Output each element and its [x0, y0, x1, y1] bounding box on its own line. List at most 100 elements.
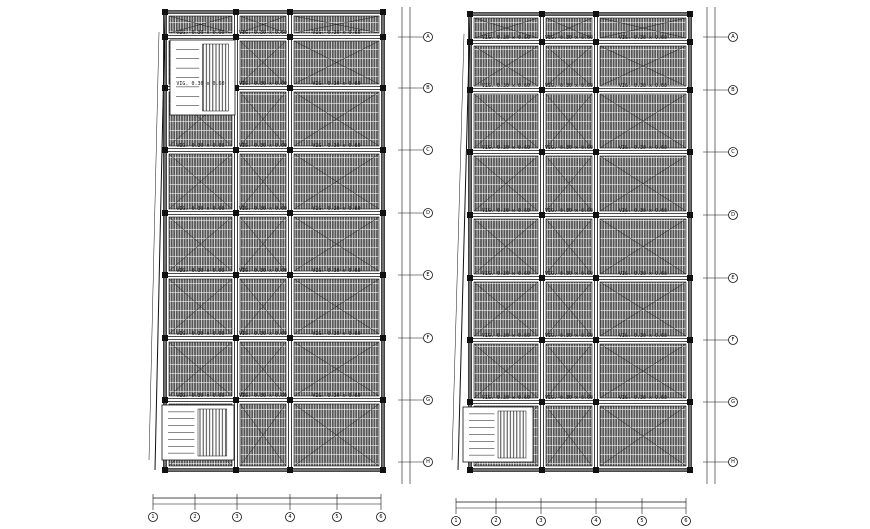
diagonal-line — [599, 343, 687, 399]
dimension-line — [148, 31, 160, 461]
axis-label: 4 — [288, 514, 291, 520]
beam-note-label: VIG. 0.30 x 0.60 — [482, 145, 530, 151]
beam-note-label: VIG. 0.30 x 0.60 — [619, 35, 667, 41]
diagonal-line — [545, 343, 593, 399]
diagonal-line — [473, 17, 539, 39]
slab-edge — [154, 11, 166, 471]
axis-label: A — [426, 34, 430, 40]
beam-note-label: VIG. 0.30 x 0.60 — [239, 331, 287, 337]
column — [539, 149, 545, 155]
axis-label: C — [731, 149, 735, 155]
beam-note-label: VIG. 0.30 x 0.60 — [619, 208, 667, 214]
axis-label: 5 — [335, 514, 338, 520]
diagonal-line — [473, 218, 539, 275]
column — [287, 210, 293, 216]
axis-bubble — [728, 210, 738, 220]
column — [539, 39, 545, 45]
axis-bubble — [681, 516, 691, 526]
column — [287, 147, 293, 153]
axis-label: 6 — [684, 518, 687, 524]
axis-bubble — [491, 516, 501, 526]
axis-label: E — [731, 275, 734, 281]
axis-bubble — [376, 512, 386, 522]
column — [539, 212, 545, 218]
diagonal-line — [168, 153, 233, 210]
diagonal-line — [168, 341, 233, 397]
beam-note-label: VIG. 0.30 x 0.60 — [619, 83, 667, 89]
slab-outline — [469, 13, 691, 471]
axis-bubble — [637, 516, 647, 526]
diagonal-line — [293, 91, 380, 147]
axis-bubble — [423, 395, 433, 405]
beam-note-label: VIG. 0.30 x 0.60 — [312, 393, 360, 399]
diagonal-line — [293, 278, 380, 335]
diagonal-line — [473, 45, 539, 87]
column — [233, 335, 239, 341]
beam-note-label: VIG. 0.30 x 0.60 — [312, 81, 360, 87]
beam-note-label: VIG. 0.30 x 0.60 — [239, 206, 287, 212]
beam-note-label: VIG. 0.30 x 0.60 — [619, 145, 667, 151]
diagonal-line — [545, 218, 593, 275]
axis-label: 6 — [379, 514, 382, 520]
axis-bubble — [591, 516, 601, 526]
axis-label: G — [426, 397, 430, 403]
column — [233, 272, 239, 278]
axis-bubble — [423, 270, 433, 280]
diagonal-line — [239, 15, 287, 34]
beam-note-label: VIG. 0.30 x 0.60 — [239, 393, 287, 399]
stair-landing — [202, 43, 229, 112]
axis-label: B — [426, 85, 430, 91]
beam-note-label: VIG. 0.30 x 0.60 — [619, 271, 667, 277]
column — [593, 399, 599, 405]
axis-bubble — [423, 457, 433, 467]
diagonal-line — [293, 341, 380, 397]
column — [593, 39, 599, 45]
column — [287, 397, 293, 403]
stair-landing — [197, 408, 228, 457]
column — [233, 147, 239, 153]
beam-note-label: VIG. 0.30 x 0.60 — [312, 143, 360, 149]
beam-note-label: VIG. 0.30 x 0.60 — [545, 333, 593, 339]
axis-bubble — [728, 85, 738, 95]
column — [287, 85, 293, 91]
column — [539, 87, 545, 93]
axis-bubble — [285, 512, 295, 522]
diagonal-line — [473, 343, 539, 399]
beam-note-label: VIG. 0.30 x 0.60 — [176, 30, 224, 36]
axis-bubble — [148, 512, 158, 522]
axis-bubble — [728, 273, 738, 283]
column — [593, 87, 599, 93]
beam-note-label: VIG. 0.30 x 0.60 — [312, 30, 360, 36]
axis-bubble — [423, 333, 433, 343]
axis-label: C — [426, 147, 430, 153]
axis-label: 3 — [539, 518, 542, 524]
diagonal-line — [239, 91, 287, 147]
beam-note-label: VIG. 0.30 x 0.60 — [239, 30, 287, 36]
beam-note-label: VIG. 0.30 x 0.60 — [239, 143, 287, 149]
diagonal-line — [168, 216, 233, 272]
beam-note-label: VIG. 0.30 x 0.60 — [176, 206, 224, 212]
axis-label: B — [731, 87, 735, 93]
diagonal-line — [293, 40, 380, 85]
diagonal-line — [545, 93, 593, 149]
axis-bubble — [728, 335, 738, 345]
diagonal-line — [599, 93, 687, 149]
dimension-line — [451, 33, 465, 461]
beam-note-label: VIG. 0.30 x 0.60 — [545, 395, 593, 401]
axis-bubble — [728, 147, 738, 157]
beam-note-label: VIG. 0.30 x 0.60 — [482, 333, 530, 339]
beam-note-label: VIG. 0.30 x 0.60 — [545, 35, 593, 41]
axis-label: F — [732, 337, 735, 343]
axis-label: H — [426, 459, 430, 465]
diagonal-line — [545, 405, 593, 467]
axis-label: F — [427, 335, 430, 341]
axis-bubble — [423, 208, 433, 218]
beam-note-label: VIG. 0.30 x 0.60 — [545, 271, 593, 277]
beam-note-label: VIG. 0.30 x 0.60 — [176, 143, 224, 149]
beam-note-label: VIG. 0.30 x 0.60 — [545, 145, 593, 151]
axis-bubble — [728, 32, 738, 42]
axis-bubble — [423, 83, 433, 93]
